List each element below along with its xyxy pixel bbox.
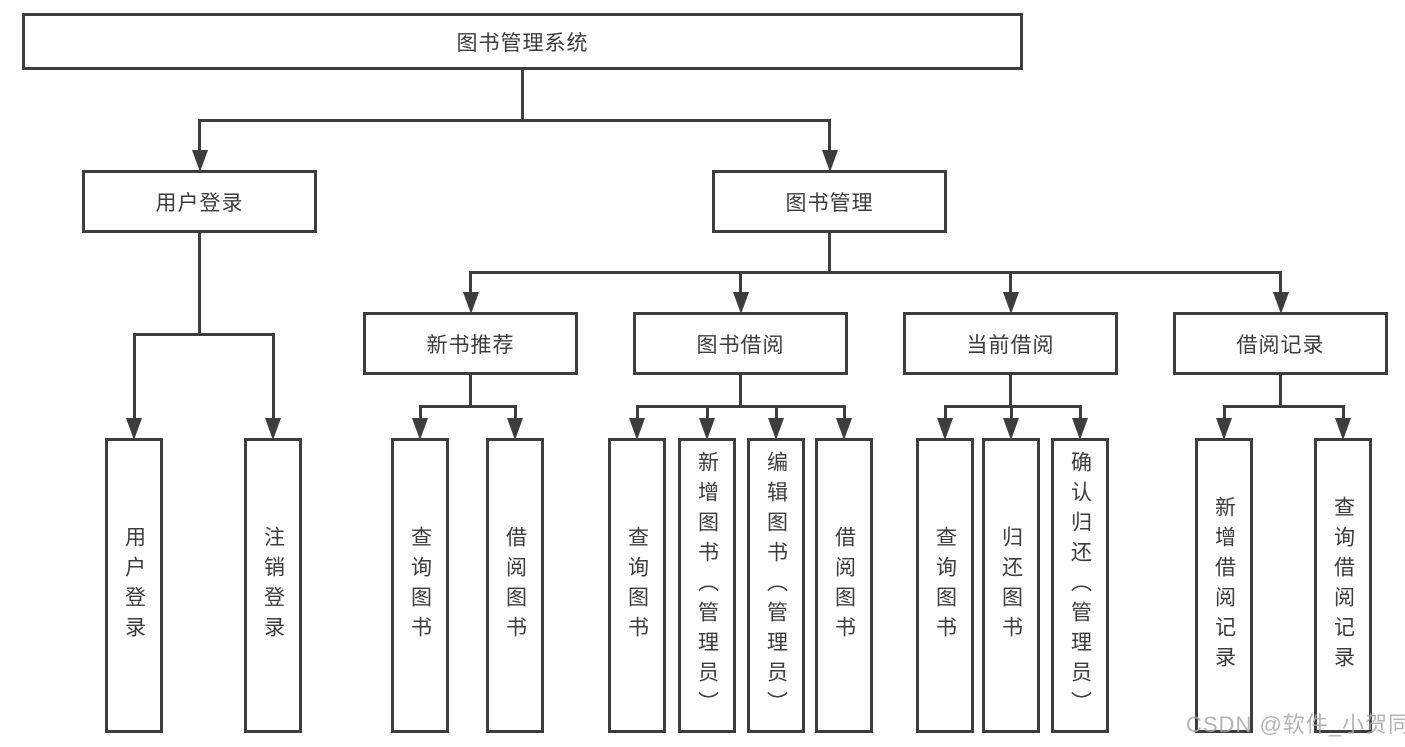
node-label-query-books-rec: 查询图书 [408,525,432,646]
arrow-into-query-books-rec [412,418,428,440]
node-label-borrow-records: 借阅记录 [1236,333,1325,357]
arrow-into-confirm-return-admin [1072,418,1088,440]
node-label-borrow-books-borrow: 借阅图书 [832,525,856,646]
connector-drop-book-borrow [739,272,742,298]
node-add-books-admin: 新增图书（管理员） [678,438,736,733]
arrow-into-query-borrow-record [1335,418,1351,440]
connector-fork-book-borrow [635,404,846,408]
node-borrow-records: 借阅记录 [1173,312,1388,375]
connector-drop-borrow-records [1279,272,1282,298]
connector-drop-query-borrow-record [1341,406,1345,424]
connector-drop-user-login [198,120,201,156]
arrow-into-book-mgmt [821,150,838,172]
node-label-query-books-borrow: 查询图书 [625,525,649,646]
node-query-books-rec: 查询图书 [391,438,449,733]
node-edit-books-admin: 编辑图书（管理员） [747,438,805,733]
connector-stub-user-login [198,233,201,336]
connector-drop-return-books [1009,406,1013,424]
node-label-query-books-current: 查询图书 [933,525,957,646]
arrow-into-logout-leaf [265,418,281,440]
node-label-add-borrow-record: 新增借阅记录 [1212,495,1236,676]
arrow-into-add-books-admin [699,418,715,440]
connector-stub-new-book-rec [469,375,472,408]
connector-fork-borrow-records [1222,404,1345,408]
arrow-into-user-login [191,150,208,172]
node-user-login: 用户登录 [82,170,317,233]
arrow-into-query-books-current [937,418,953,440]
connector-drop-book-mgmt [828,120,831,156]
arrow-into-user-login-leaf [126,418,142,440]
node-label-book-mgmt: 图书管理 [785,191,874,215]
node-label-root: 图书管理系统 [456,31,589,55]
node-add-borrow-record: 新增借阅记录 [1195,438,1253,733]
connector-drop-current-borrow [1009,272,1012,298]
arrow-into-borrow-records [1272,292,1289,314]
node-query-borrow-record: 查询借阅记录 [1314,438,1372,733]
node-label-user-login-leaf: 用户登录 [122,525,146,646]
node-label-return-books: 归还图书 [999,525,1023,646]
connector-fork-new-book-rec [418,404,517,408]
node-new-book-rec: 新书推荐 [363,312,578,375]
connector-fork-root [198,118,831,122]
node-label-user-login: 用户登录 [155,191,244,215]
node-borrow-books-rec: 借阅图书 [486,438,544,733]
node-label-add-books-admin: 新增图书（管理员） [695,450,719,721]
arrow-into-edit-books-admin [768,418,784,440]
node-user-login-leaf: 用户登录 [105,438,163,733]
node-confirm-return-admin: 确认归还（管理员） [1051,438,1109,733]
node-borrow-books-borrow: 借阅图书 [815,438,873,733]
node-label-edit-books-admin: 编辑图书（管理员） [764,450,788,721]
watermark: CSDN @软件_小贺同学 [1186,712,1405,737]
connector-fork-current-borrow [943,404,1082,408]
connector-drop-new-book-rec [469,272,472,298]
node-label-borrow-books-rec: 借阅图书 [503,525,527,646]
connector-fork-user-login [132,332,275,336]
arrow-into-return-books [1003,418,1019,440]
connector-drop-add-borrow-record [1222,406,1226,424]
connector-drop-borrow-books-borrow [842,406,846,424]
connector-drop-user-login-leaf [132,334,136,424]
connector-stub-book-borrow [739,375,742,408]
node-label-current-borrow: 当前借阅 [966,333,1055,357]
connector-drop-add-books-admin [705,406,709,424]
connector-fork-book-mgmt [469,270,1282,274]
node-book-mgmt: 图书管理 [712,170,947,233]
node-label-query-borrow-record: 查询借阅记录 [1331,495,1355,676]
node-query-books-borrow: 查询图书 [608,438,666,733]
arrow-into-query-books-borrow [629,418,645,440]
connector-drop-logout-leaf [271,334,275,424]
arrow-into-book-borrow [732,292,749,314]
connector-stub-borrow-records [1279,375,1282,408]
connector-drop-query-books-borrow [635,406,639,424]
node-label-confirm-return-admin: 确认归还（管理员） [1068,450,1092,721]
node-label-logout-leaf: 注销登录 [261,525,285,646]
arrow-into-borrow-books-borrow [836,418,852,440]
connector-drop-confirm-return-admin [1078,406,1082,424]
arrow-into-current-borrow [1002,292,1019,314]
arrow-into-borrow-books-rec [507,418,523,440]
node-current-borrow: 当前借阅 [903,312,1118,375]
connector-drop-edit-books-admin [774,406,778,424]
connector-stub-root [521,70,524,122]
arrow-into-add-borrow-record [1216,418,1232,440]
node-logout-leaf: 注销登录 [244,438,302,733]
node-query-books-current: 查询图书 [916,438,974,733]
node-root: 图书管理系统 [22,13,1023,70]
connector-stub-book-mgmt [828,233,831,274]
connector-drop-query-books-current [943,406,947,424]
node-return-books: 归还图书 [982,438,1040,733]
connector-stub-current-borrow [1009,375,1012,408]
connector-drop-query-books-rec [418,406,422,424]
node-label-new-book-rec: 新书推荐 [426,333,515,357]
node-label-book-borrow: 图书借阅 [696,333,785,357]
arrow-into-new-book-rec [462,292,479,314]
connector-drop-borrow-books-rec [513,406,517,424]
node-book-borrow: 图书借阅 [633,312,848,375]
